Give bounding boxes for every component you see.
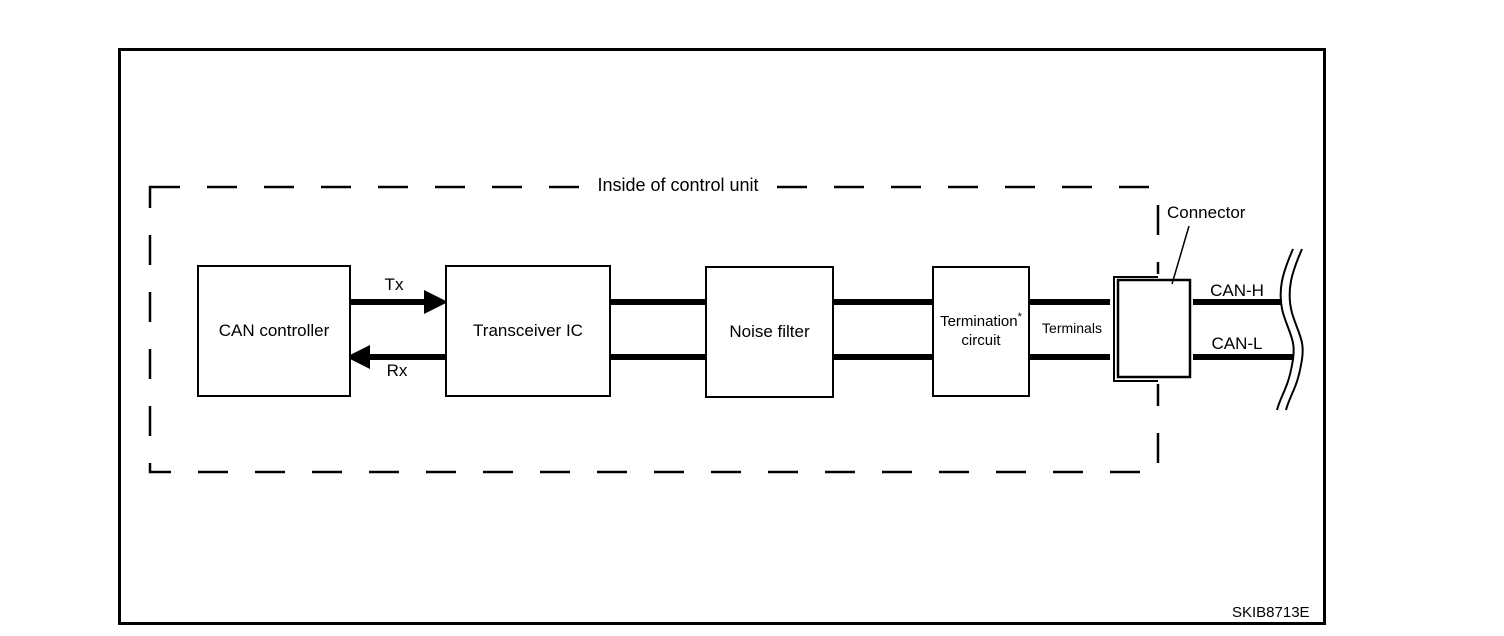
terminals-label: Terminals (1042, 320, 1102, 336)
can-controller-label: CAN controller (218, 321, 330, 341)
noise-filter-block: Noise filter (705, 266, 834, 398)
wire-break-squiggle (1276, 248, 1304, 411)
noise-filter-label: Noise filter (729, 322, 810, 342)
figure-code: SKIB8713E (1232, 604, 1310, 621)
transceiver-ic-block: Transceiver IC (445, 265, 611, 397)
inside-of-control-unit-label: Inside of control unit (581, 175, 775, 196)
termination-line1: Termination (940, 312, 1018, 330)
tx-arrow (347, 290, 448, 314)
can-h-label: CAN-H (1210, 281, 1264, 300)
diagram-border (118, 48, 1326, 625)
connector-leader-line (1171, 225, 1190, 285)
connector-shape (1110, 274, 1193, 384)
connector-label: Connector (1167, 203, 1246, 222)
termination-circuit-block: Termination* circuit (932, 266, 1030, 397)
tx-label: Tx (384, 275, 404, 294)
termination-line2: circuit (961, 331, 1001, 349)
can-l-label: CAN-L (1211, 334, 1263, 353)
transceiver-ic-label: Transceiver IC (473, 321, 583, 341)
bus-lines (607, 299, 1294, 360)
rx-label: Rx (386, 361, 408, 380)
can-controller-block: CAN controller (197, 265, 351, 397)
termination-circuit-label: Termination* circuit (940, 310, 1022, 351)
termination-asterisk: * (1017, 310, 1022, 323)
